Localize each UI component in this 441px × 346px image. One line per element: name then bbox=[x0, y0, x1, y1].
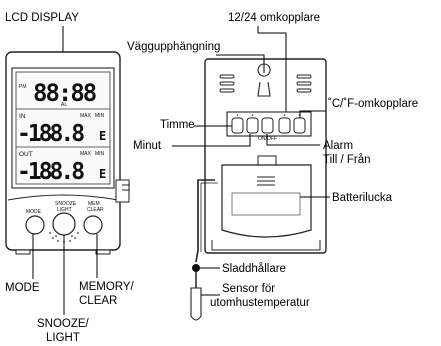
battery-cover-grip bbox=[257, 176, 275, 186]
lcd-in-min: MIN bbox=[95, 113, 105, 119]
alarm-leader bbox=[266, 134, 320, 146]
switch-12-24[interactable] bbox=[278, 117, 291, 134]
cable-holder-label: Sladdhållare bbox=[222, 263, 286, 275]
sensor-cable-inner bbox=[200, 182, 218, 252]
lcd-in-label: IN bbox=[19, 113, 26, 120]
front-panel-curve bbox=[7, 194, 119, 201]
alarm-label-1: Alarm bbox=[323, 140, 353, 152]
battery-cover-label: Batterilucka bbox=[332, 192, 393, 204]
switch-dots bbox=[236, 114, 301, 116]
snooze-button-caption-2: LIGHT bbox=[57, 207, 72, 213]
mode-label: MODE bbox=[5, 282, 40, 294]
left-foot bbox=[15, 249, 31, 255]
lcd-screen bbox=[15, 71, 111, 185]
lcd-pm-indicator: PM bbox=[19, 84, 27, 90]
memory-clear-label-1: MEMORY/ bbox=[79, 281, 135, 293]
battery-cover-tab[interactable] bbox=[257, 155, 277, 166]
right-foot bbox=[95, 249, 111, 255]
sensor-label-1: Sensor för bbox=[222, 283, 275, 295]
minute-label: Minut bbox=[133, 140, 162, 152]
mem-button-caption-2: CLEAR bbox=[87, 207, 104, 213]
battery-cover[interactable] bbox=[221, 164, 312, 238]
lcd-out-label: OUT bbox=[19, 151, 33, 158]
lcd-indoor-temp: -188.8 bbox=[17, 121, 84, 147]
keyhole-mount bbox=[257, 63, 271, 97]
mode-button-caption: MODE bbox=[26, 209, 42, 215]
snooze-light-label-2: LIGHT bbox=[46, 332, 80, 344]
cable-holder[interactable] bbox=[192, 264, 200, 272]
lcd-out-max: MAX bbox=[80, 151, 92, 157]
lcd-al-indicator: AL bbox=[61, 102, 67, 108]
battery-cover-recess bbox=[231, 192, 301, 216]
lcd-indoor-unit: E bbox=[99, 129, 106, 143]
c-f-leader bbox=[299, 110, 326, 118]
back-stand bbox=[211, 240, 321, 251]
switch-12-24-leader bbox=[257, 26, 287, 118]
wall-mount-label: Väggupphängning bbox=[127, 41, 220, 53]
mem-button-caption-1: MEM bbox=[88, 201, 100, 207]
sensor-cable bbox=[195, 179, 215, 263]
lcd-display-label: LCD DISPLAY bbox=[5, 12, 79, 24]
hour-label: Timme bbox=[160, 119, 195, 131]
vent-slots-right bbox=[296, 74, 312, 93]
c-f-switch[interactable] bbox=[293, 117, 306, 134]
alarm-label-2: Till / Från bbox=[323, 154, 371, 166]
lcd-time: 88:88 bbox=[33, 79, 96, 107]
minute-leader bbox=[172, 134, 251, 147]
alarm-on-off-switch[interactable] bbox=[261, 117, 274, 134]
memory-clear-label-2: CLEAR bbox=[79, 295, 117, 307]
lcd-in-max: MAX bbox=[80, 113, 92, 119]
minute-switch[interactable] bbox=[246, 117, 259, 134]
snooze-light-button[interactable] bbox=[52, 212, 76, 236]
memory-clear-button[interactable] bbox=[83, 215, 103, 235]
wall-mount-leader bbox=[216, 54, 265, 73]
speaker-grille bbox=[49, 232, 79, 243]
snooze-button-caption-1: SNOOZE bbox=[55, 201, 77, 207]
lcd-outdoor-unit: E bbox=[99, 167, 106, 181]
mode-button[interactable] bbox=[25, 215, 45, 235]
front-view: LCD DISPLAY PM 88:88 AL IN MAX MIN -188.… bbox=[5, 12, 135, 344]
outdoor-sensor bbox=[190, 287, 202, 321]
sensor-label-2: utomhustemperatur bbox=[210, 297, 310, 309]
hour-switch[interactable] bbox=[231, 117, 244, 134]
switch-12-24-label: 12/24 omkopplare bbox=[228, 12, 320, 24]
lcd-out-min: MIN bbox=[95, 151, 105, 157]
back-view: 12/24 omkopplare Väggupphängning ˚C/˚F-o… bbox=[127, 12, 418, 321]
c-f-switch-label: ˚C/˚F-omkopplare bbox=[328, 98, 418, 110]
lcd-outdoor-temp: -188.8 bbox=[17, 159, 84, 185]
sensor-cable-port bbox=[115, 179, 130, 203]
vent-slots-left bbox=[219, 74, 235, 93]
snooze-light-label-1: SNOOZE/ bbox=[37, 318, 90, 330]
